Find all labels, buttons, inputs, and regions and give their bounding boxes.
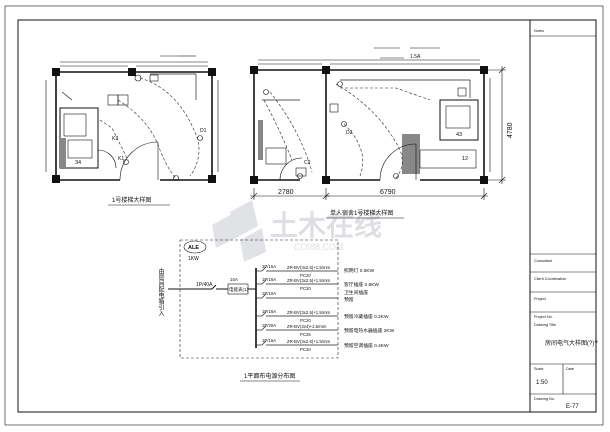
tb-date-label: Date bbox=[566, 367, 574, 371]
main-breaker-label: 1P/40A bbox=[196, 282, 213, 288]
row-6-breaker: 1P/16A bbox=[262, 338, 276, 343]
load-note-4: 预留 bbox=[344, 296, 354, 303]
dimension-6790: 6790 bbox=[326, 188, 488, 200]
right-floor-plan: 43 12 D2 C2 1.5A 2780 6790 bbox=[250, 47, 514, 219]
tb-drawing-name: 房间电气大样图(?)? bbox=[545, 339, 598, 347]
dimension-2780: 2780 bbox=[250, 188, 330, 200]
row-2-conduit: PC20 bbox=[300, 286, 311, 291]
plan-label-d1: D1 bbox=[200, 128, 207, 134]
tb-drawing-no-label: Drawing No. bbox=[534, 397, 555, 401]
load-note-3: 卫生间插座 bbox=[344, 289, 368, 296]
row-1-conduit: PC20 bbox=[300, 273, 311, 278]
left-plan-caption: 1号楼梯大样图 bbox=[112, 196, 151, 204]
load-note-5: 预留冷藏插座 0.2KW bbox=[344, 313, 389, 320]
circuit-row-5: 1P/20A ZR-BV(3x4)+2.5/mm PC25 bbox=[256, 323, 338, 337]
tb-scale-label: Scale bbox=[534, 367, 544, 371]
circuit-row-1: 1P/16A ZR-BV(3x2.5)+1.5/mm PC20 bbox=[256, 264, 338, 278]
row-2-breaker: 1P/16A bbox=[262, 277, 276, 282]
schematic-caption: 1平面布电源分布图 bbox=[244, 372, 295, 380]
plan-label-43: 43 bbox=[456, 132, 462, 138]
row-4-conduit: PC20 bbox=[300, 318, 311, 323]
meter-box-label: 电能表(1) bbox=[229, 286, 249, 293]
plan-label-34: 34 bbox=[75, 160, 81, 166]
tb-project-no: Project No. bbox=[534, 315, 553, 319]
meter-rating: 10A bbox=[230, 277, 238, 282]
tb-drawing-no: E-77 bbox=[566, 404, 579, 410]
row-3-breaker: 1P/10A bbox=[262, 291, 276, 296]
watermark: 土木在线 COI88.COM bbox=[212, 200, 382, 262]
row-5-conduit: PC25 bbox=[300, 332, 311, 337]
tb-client: Client Coordination bbox=[534, 277, 566, 281]
tb-top-label: Notes bbox=[534, 29, 544, 33]
load-note-2: 客厅插座 0.8KW bbox=[344, 281, 379, 288]
tb-scale-value: 1:50 bbox=[536, 380, 548, 386]
plan-label-k2: K2 bbox=[112, 136, 118, 142]
plan-label-15a: 1.5A bbox=[410, 54, 421, 60]
row-6-conduit: PC20 bbox=[300, 347, 311, 352]
circuit-row-3: 1P/10A bbox=[256, 291, 338, 299]
incoming-supply-label: 由层间配电箱引入 bbox=[157, 267, 164, 316]
schematic-box-label: ALE bbox=[188, 245, 199, 251]
title-block: Notes Consultant Client Coordination Pro… bbox=[530, 29, 598, 410]
plan-label-d2: D2 bbox=[346, 130, 353, 136]
row-4-cable: ZR-BV(3x2.5)+1.5/mm bbox=[287, 310, 331, 315]
right-plan-caption: 单人宿舍1号楼梯大样图 bbox=[330, 209, 393, 217]
load-note-6: 预留电热水器插座 2KW bbox=[344, 327, 395, 334]
watermark-subtext: COI88.COM bbox=[294, 242, 344, 252]
dimension-6790-label: 6790 bbox=[380, 189, 396, 196]
dimension-4780-label: 4780 bbox=[507, 122, 514, 138]
row-1-breaker: 1P/16A bbox=[262, 264, 276, 269]
plan-label-c2: C2 bbox=[304, 160, 311, 166]
plan-label-12: 12 bbox=[462, 156, 468, 162]
tb-consultant: Consultant bbox=[534, 259, 553, 263]
left-floor-plan: 34 K1 D1 K2 1号楼梯大样图 bbox=[45, 55, 219, 206]
row-6-cable: ZR-BV(3x2.5)+1.5/mm bbox=[287, 339, 331, 344]
row-4-breaker: 1P/16A bbox=[262, 309, 276, 314]
inner-border bbox=[17, 19, 597, 413]
watermark-text: 土木在线 bbox=[270, 210, 382, 241]
schematic-box-sub: 1KW bbox=[188, 256, 199, 262]
tb-project: Project bbox=[534, 297, 547, 301]
row-2-cable: ZR-BV(3x2.5)+1.5/mm bbox=[287, 278, 331, 283]
outer-border bbox=[4, 5, 604, 426]
circuit-row-6: 1P/16A ZR-BV(3x2.5)+1.5/mm PC20 bbox=[256, 338, 338, 352]
row-5-cable: ZR-BV(3x4)+2.5/mm bbox=[287, 324, 327, 329]
load-note-1: 照明灯 0.5KW bbox=[344, 267, 375, 274]
row-5-breaker: 1P/20A bbox=[262, 323, 276, 328]
row-1-cable: ZR-BV(3x2.5)+1.5/mm bbox=[287, 265, 331, 270]
load-note-7: 预留空调插座 0.4KW bbox=[344, 342, 389, 349]
tb-drawing-title-label: Drawing Title bbox=[534, 323, 556, 327]
plan-label-k1: K1 bbox=[118, 156, 124, 162]
dimension-2780-label: 2780 bbox=[278, 189, 294, 196]
circuit-row-2: 1P/16A ZR-BV(3x2.5)+1.5/mm PC20 bbox=[256, 277, 338, 291]
watermark-logo-icon bbox=[212, 200, 266, 262]
circuit-row-4: 1P/16A ZR-BV(3x2.5)+1.5/mm PC20 bbox=[256, 309, 338, 323]
power-distribution-schematic: ALE 1KW 由层间配电箱引入 1P/40A 电能表(1) 10A 1P/16… bbox=[157, 239, 395, 382]
dimension-4780: 4780 bbox=[488, 66, 514, 184]
